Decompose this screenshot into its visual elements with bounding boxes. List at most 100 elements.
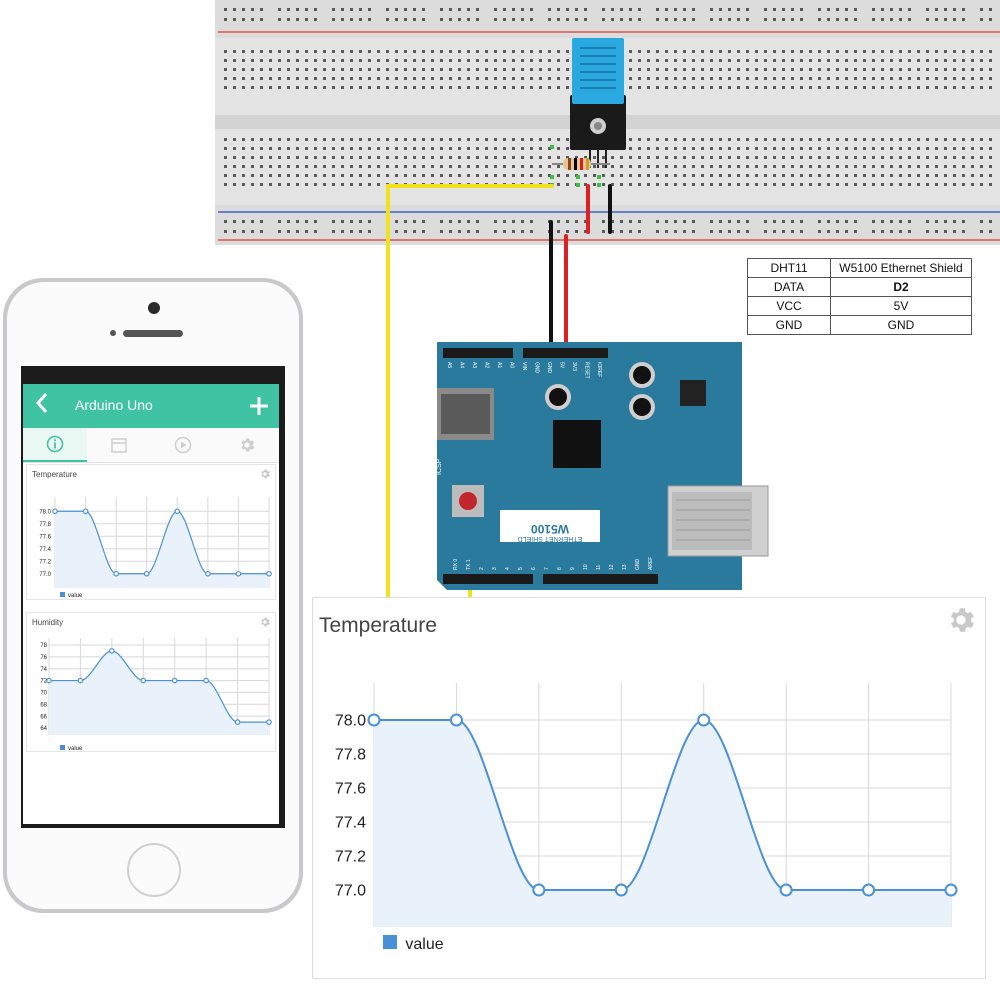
data-point[interactable] — [532, 883, 546, 897]
chevron-left-icon — [35, 393, 48, 413]
tab-play[interactable] — [151, 428, 215, 462]
pin-table-row: DATA D2 — [747, 277, 972, 297]
y-tick-label: 74 — [40, 667, 47, 673]
y-tick-label: 77.8 — [335, 747, 366, 764]
card-settings-button[interactable] — [945, 604, 977, 641]
wires — [386, 184, 612, 602]
header-pin-label: A4 — [459, 362, 465, 368]
header-pin-label: GND — [534, 362, 540, 374]
gear-icon — [261, 469, 270, 479]
legend-swatch — [60, 592, 65, 597]
earpiece-icon — [123, 330, 183, 337]
calendar-icon — [111, 438, 127, 453]
pin-table-cell: VCC — [747, 296, 831, 316]
data-point[interactable] — [367, 713, 381, 727]
data-point[interactable] — [205, 570, 211, 577]
pin-table-row: VCC 5V — [747, 296, 972, 316]
temperature-chart-small: 78.0 77.8 77.6 77.4 77.2 77.0 value — [39, 497, 272, 599]
legend-swatch — [60, 745, 65, 750]
y-tick-label: 77.0 — [39, 572, 51, 578]
add-button[interactable] — [249, 388, 269, 423]
y-tick-label: 77.0 — [335, 883, 366, 900]
y-tick-label: 77.6 — [39, 534, 51, 540]
series-line — [374, 718, 951, 891]
y-tick-label: 77.4 — [39, 547, 51, 553]
y-tick-label: 78.0 — [335, 713, 366, 730]
temperature-card-small: Temperature 78.0 77.8 77.6 77.4 77.2 77.0 valu… — [26, 464, 276, 600]
info-icon — [46, 435, 64, 453]
back-button[interactable] — [35, 392, 49, 420]
data-point[interactable] — [235, 570, 242, 577]
header-pin-label: 5 — [518, 567, 524, 570]
y-tick-label: 77.2 — [335, 849, 366, 866]
header-pin-label: 3 — [492, 567, 498, 570]
data-point[interactable] — [140, 677, 147, 684]
pin-table-row: GND GND — [747, 315, 972, 335]
y-tick-label: 77.8 — [39, 522, 51, 528]
header-pin-label: 11 — [596, 565, 602, 570]
y-tick-label: 72 — [40, 679, 47, 685]
pin-table-cell: D2 — [830, 277, 972, 297]
legend-label: value — [68, 746, 83, 751]
app-title: Arduino Uno — [75, 397, 153, 413]
data-point[interactable] — [862, 883, 876, 897]
data-point[interactable] — [779, 883, 793, 897]
header-pin-label: 3V3 — [571, 362, 577, 371]
front-camera-icon — [148, 302, 160, 314]
legend-label: value — [68, 593, 83, 599]
data-point[interactable] — [234, 719, 241, 725]
header-pin-label: 5V — [559, 362, 565, 369]
data-point[interactable] — [109, 648, 115, 654]
y-tick-label: 78.0 — [39, 509, 51, 515]
card-settings-button[interactable] — [259, 615, 271, 633]
series-line — [54, 510, 269, 575]
tab-calendar[interactable] — [87, 428, 151, 462]
data-point[interactable] — [266, 570, 272, 577]
legend-swatch — [383, 935, 397, 949]
header-pin-label: 7 — [544, 567, 550, 570]
y-tick-label: 77.2 — [39, 559, 51, 565]
data-point[interactable] — [614, 883, 628, 897]
home-button[interactable] — [127, 843, 181, 897]
y-tick-label: 77.6 — [335, 781, 366, 798]
card-settings-button[interactable] — [259, 467, 271, 485]
y-tick-label: 78 — [40, 643, 47, 649]
series-area — [374, 720, 951, 927]
header-pin-label: A3 — [471, 362, 477, 368]
shield-subtitle-label: ETHERNET SHIELD — [518, 535, 583, 542]
data-point[interactable] — [697, 713, 711, 727]
header-pin-label: 9 — [570, 567, 576, 570]
shield-name-label: W5100 — [531, 522, 569, 536]
data-point[interactable] — [449, 713, 463, 727]
data-point[interactable] — [143, 570, 150, 577]
data-point[interactable] — [46, 677, 52, 684]
temperature-chart-large: 78.0 77.8 77.6 77.4 77.2 77.0 value — [335, 683, 958, 953]
header-pin-label: 13 — [622, 564, 628, 570]
card-title: Temperature — [32, 470, 77, 479]
data-point[interactable] — [77, 677, 84, 684]
y-tick-label: 77.4 — [335, 815, 366, 832]
data-point[interactable] — [82, 508, 89, 515]
data-point[interactable] — [203, 677, 209, 684]
tab-settings[interactable] — [215, 428, 279, 462]
header-pin-label: 4 — [505, 567, 511, 570]
y-tick-label: 66 — [40, 714, 47, 720]
data-point[interactable] — [944, 883, 958, 897]
pin-table-cell: DATA — [747, 277, 831, 297]
data-point[interactable] — [52, 508, 58, 515]
data-point[interactable] — [174, 508, 181, 515]
pin-table-header: DHT11 W5100 Ethernet Shield — [747, 258, 972, 278]
data-point[interactable] — [266, 719, 272, 725]
tab-info[interactable] — [23, 428, 87, 462]
legend-label: value — [405, 936, 443, 953]
header-pin-label: GND — [546, 362, 552, 374]
y-tick-label: 68 — [40, 702, 47, 708]
pin-table-cell: DHT11 — [747, 258, 831, 278]
plus-icon — [250, 397, 268, 415]
data-point[interactable] — [171, 677, 178, 684]
data-point[interactable] — [113, 570, 119, 577]
